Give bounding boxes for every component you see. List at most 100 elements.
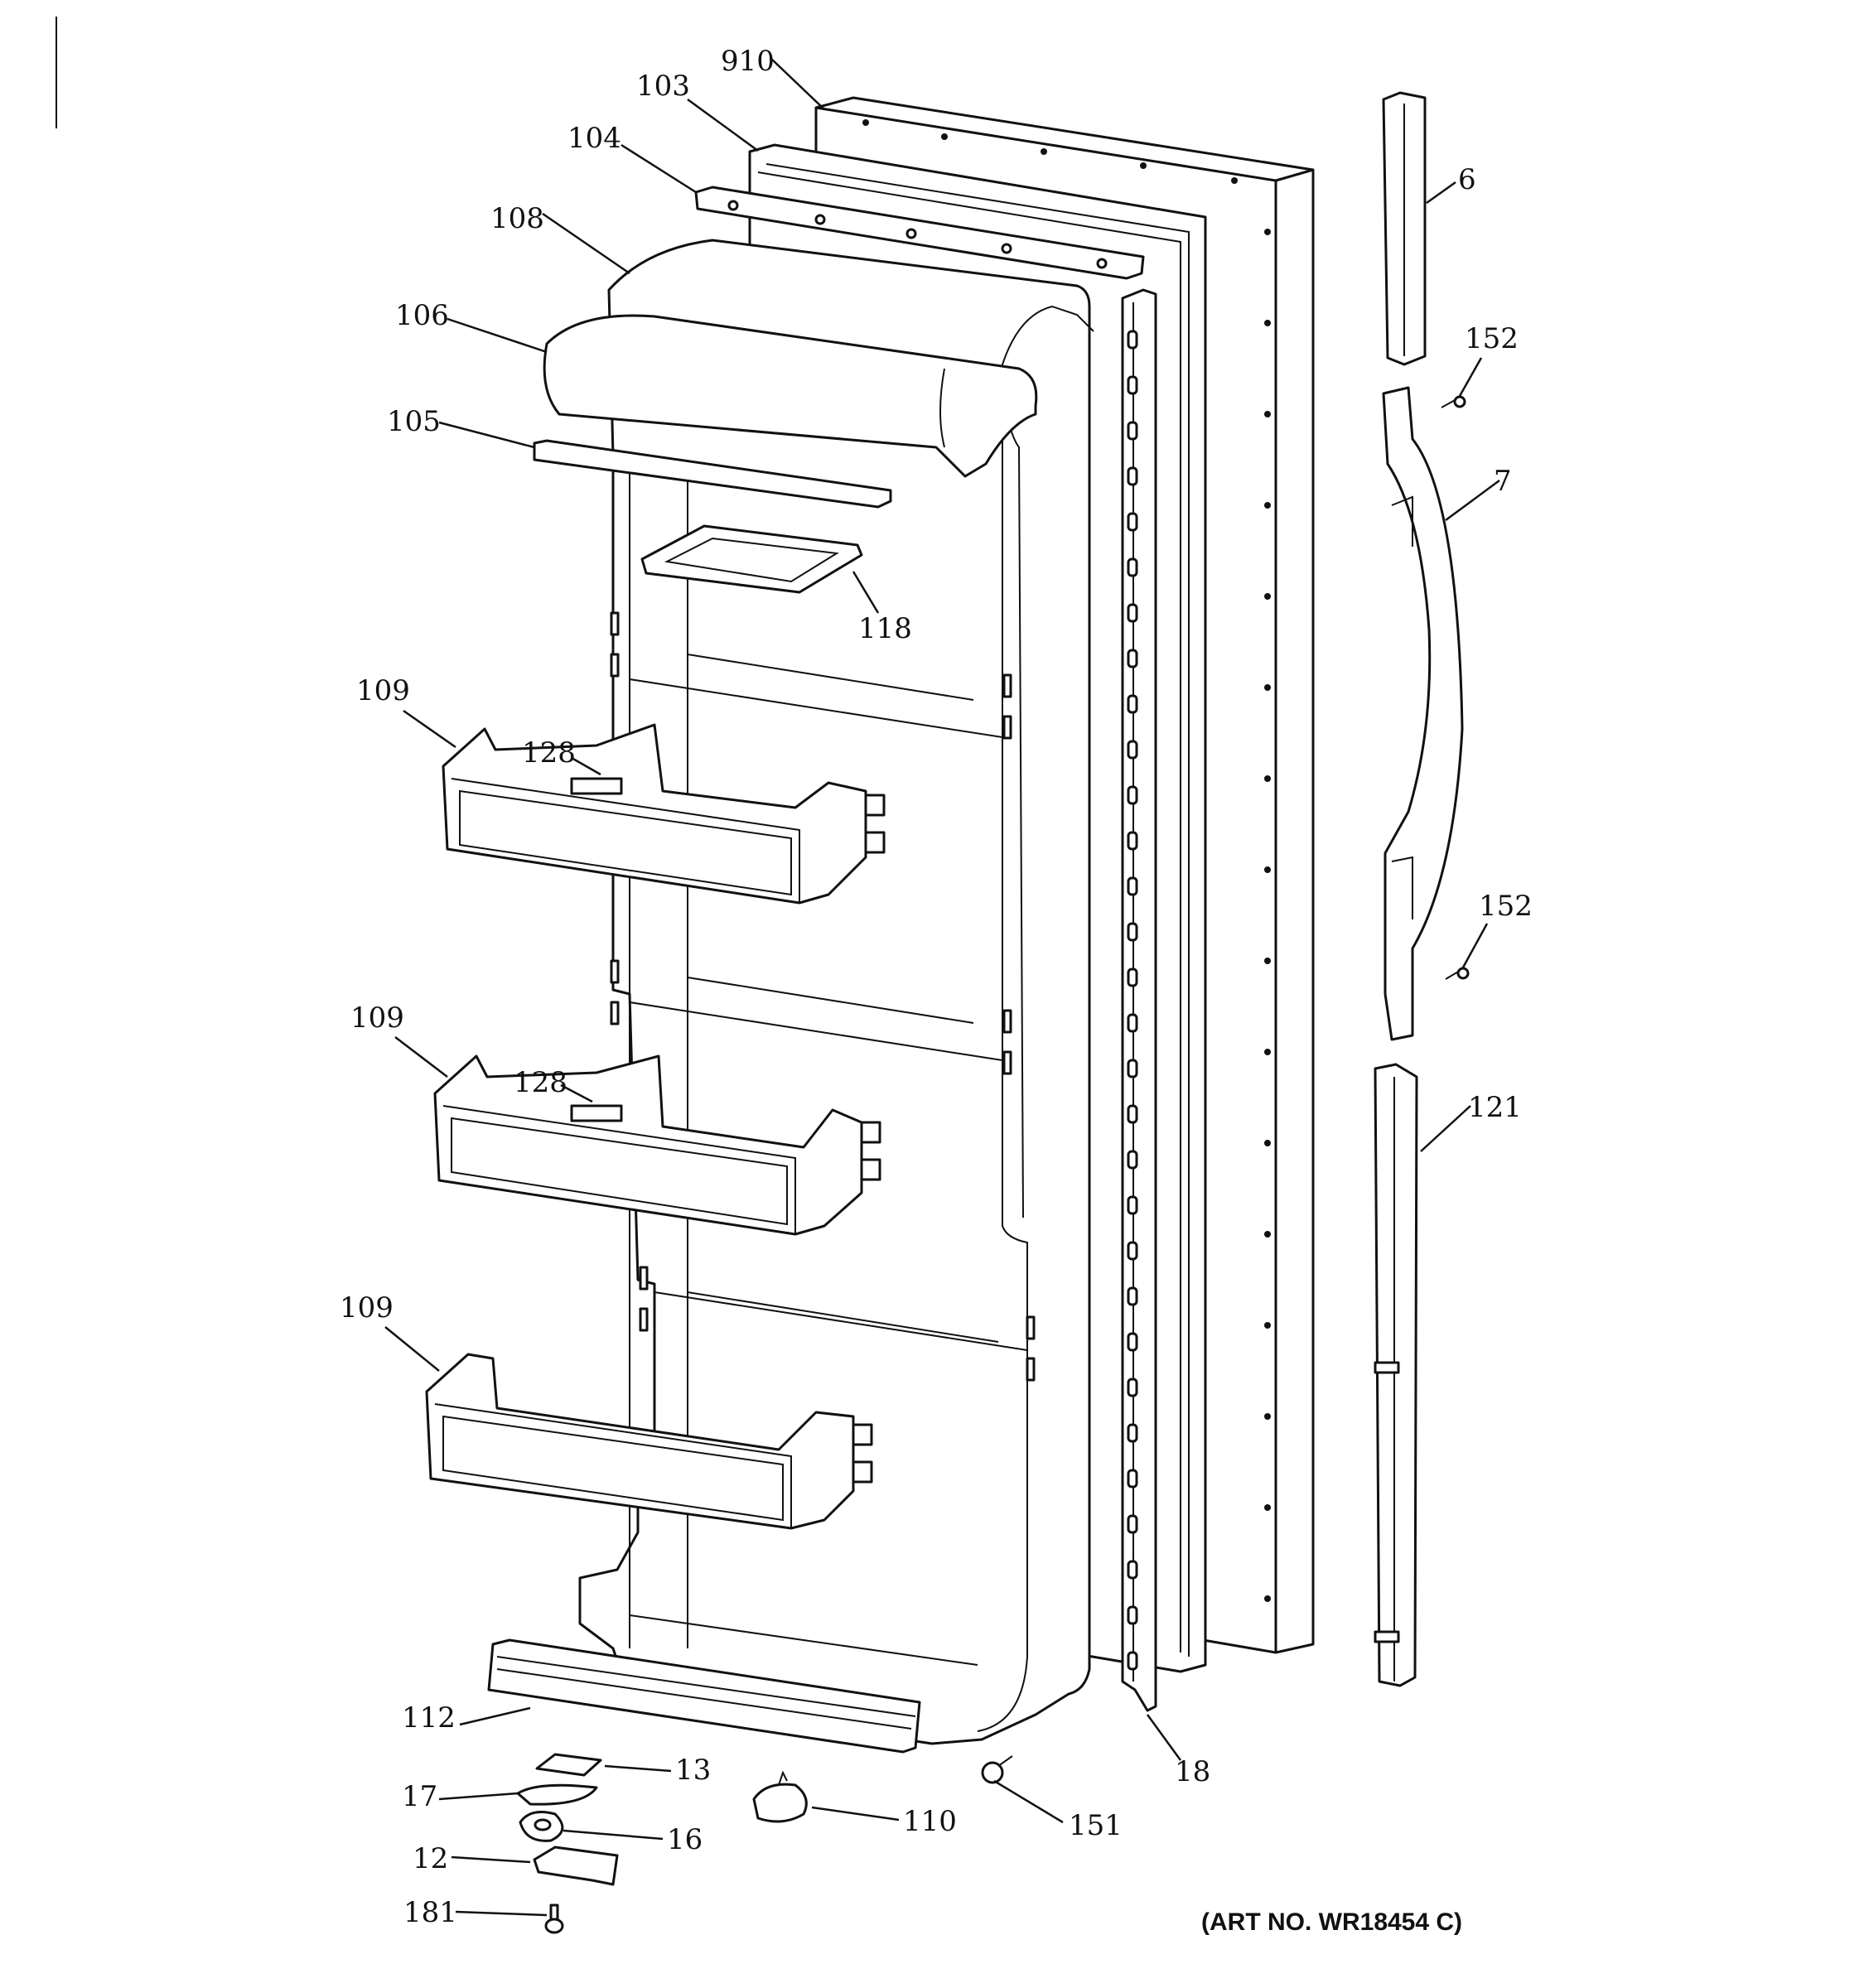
strip-slot [1127,785,1138,805]
part-13-plate [535,1753,602,1777]
rivet-hole [1140,162,1147,169]
rivet-hole [1264,958,1271,964]
strip-slot [1127,694,1138,714]
strip-slot [1127,512,1138,532]
rivet-hole [1264,1322,1271,1329]
strip-slot [1127,876,1138,896]
strip-slot [1127,375,1138,395]
strip-slot [1127,1013,1138,1033]
part-16-cam [519,1811,564,1842]
part-17-shim [516,1783,598,1806]
rivet-hole [1264,1049,1271,1055]
callout-108: 108 [490,202,544,235]
callout-13: 13 [675,1754,711,1787]
strip-slot [1127,1150,1138,1170]
rivet-hole [1264,320,1271,326]
strip-slot [1127,831,1138,851]
rivet-hole [1264,775,1271,782]
strip-slot [1127,1423,1138,1443]
rivet-hole [1264,684,1271,691]
strip-slot [1127,1514,1138,1534]
part-181-screw [544,1904,564,1934]
part-7-handle [1382,386,1464,1041]
rivet-hole [1231,177,1238,184]
part-6-handle-cap [1382,91,1427,366]
strip-slot [1127,1104,1138,1124]
strip-slot [1127,1651,1138,1671]
part-105-bracket [533,439,892,509]
callout-7: 7 [1494,465,1512,498]
strip-slot [1127,1195,1138,1215]
strip-slot [1127,466,1138,486]
callout-6: 6 [1458,163,1476,196]
rivet-hole [1264,593,1271,600]
callout-910: 910 [721,45,775,78]
part-108-door-liner [578,239,1094,1745]
strip-slot [1127,967,1138,987]
strip-slot [1127,649,1138,668]
callout-16: 16 [667,1823,703,1856]
callout-109-middle: 109 [350,1001,404,1035]
part-112-bottom-trim [487,1638,921,1754]
callout-109-lower: 109 [340,1291,394,1325]
strip-slot [1127,557,1138,577]
callout-105: 105 [387,405,441,438]
strip-slot [1127,421,1138,441]
callout-121: 121 [1468,1091,1522,1124]
strip-slot [1127,1378,1138,1397]
rivet-hole [1264,1504,1271,1511]
rivet-hole [1264,229,1271,235]
part-118-tray [640,524,863,594]
callout-112: 112 [402,1701,456,1735]
callout-104: 104 [567,122,621,155]
part-151-plug [981,1755,1013,1784]
part-110-cap [752,1770,808,1823]
rivet-hole [1264,1595,1271,1602]
strip-slot [1127,1560,1138,1580]
part-109-bin-lower [425,1353,873,1530]
part-18-strip [1121,288,1157,1712]
art-number: (ART NO. WR18454 C) [1201,1908,1462,1936]
rivet-hole [1264,502,1271,509]
callout-152-lower: 152 [1479,890,1533,923]
rivet-hole [1264,1413,1271,1420]
callout-103: 103 [636,70,690,103]
rivet-hole [1264,411,1271,417]
rivet-hole [1041,148,1047,155]
callout-152-upper: 152 [1465,322,1519,355]
callout-128-middle: 128 [514,1066,567,1099]
part-109-bin-middle [433,1054,881,1236]
callout-18: 18 [1175,1755,1210,1788]
strip-slot [1127,1605,1138,1625]
strip-slot [1127,1469,1138,1489]
callout-151: 151 [1069,1809,1123,1842]
callout-128-upper: 128 [522,736,576,770]
strip-slot [1127,1241,1138,1261]
strip-slot [1127,922,1138,942]
rivet-hole [941,133,948,140]
strip-slot [1127,740,1138,760]
part-152-screw-lower [1445,967,1470,980]
rivet-hole [1264,1231,1271,1238]
callout-109-upper: 109 [356,674,410,707]
strip-slot [1127,1059,1138,1078]
rivet-hole [1264,866,1271,873]
part-121-handle-cap [1374,1063,1418,1687]
callout-118: 118 [858,612,912,645]
callout-106: 106 [395,299,449,332]
part-152-screw-upper [1441,395,1466,408]
callout-12: 12 [413,1842,448,1875]
leader-lines [384,57,1500,1917]
part-106-dairy-door [543,314,1038,478]
callout-110: 110 [903,1805,957,1838]
strip-slot [1127,1332,1138,1352]
rivet-hole [862,119,869,126]
part-104-plate [694,186,1145,280]
callout-17: 17 [402,1780,437,1813]
strip-slot [1127,603,1138,623]
part-12-hinge [533,1846,619,1886]
callout-181: 181 [403,1896,457,1929]
strip-slot [1127,1286,1138,1306]
strip-slot [1127,330,1138,350]
